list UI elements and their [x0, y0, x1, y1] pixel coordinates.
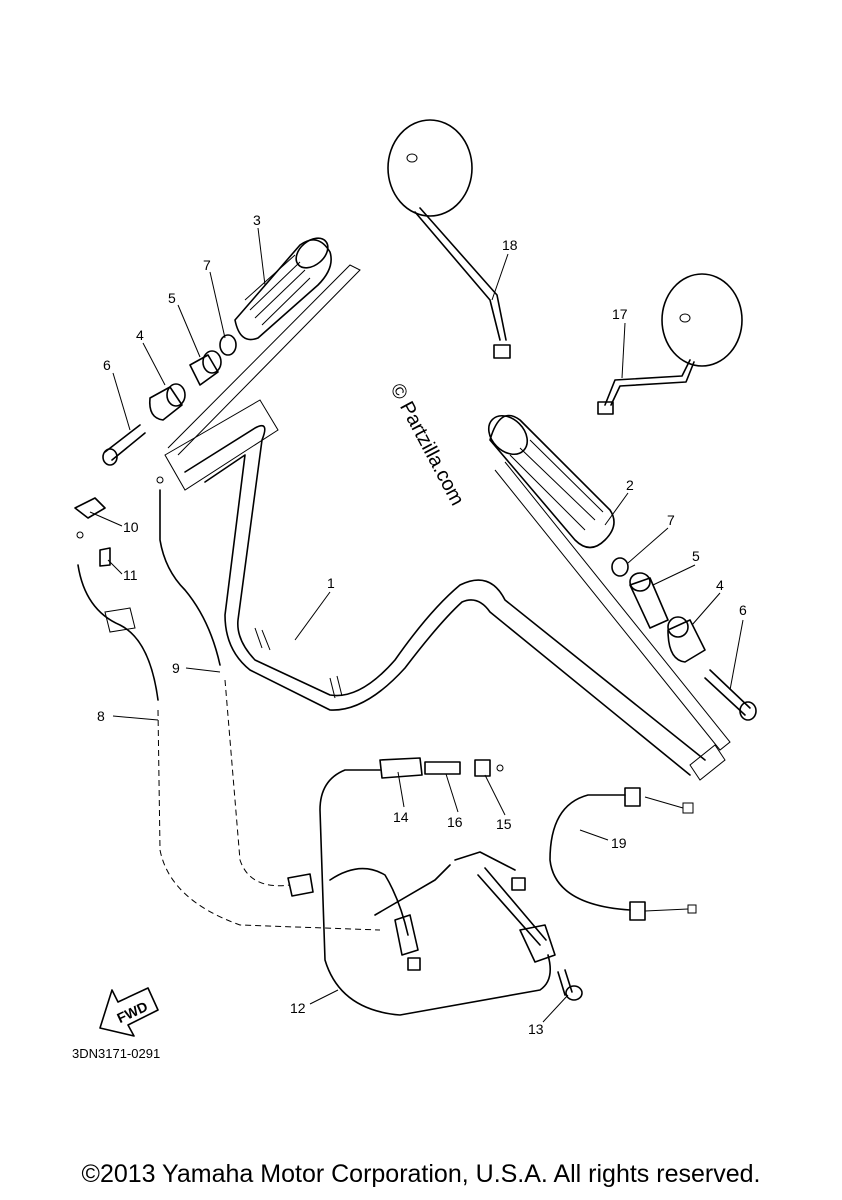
- handlebar: [164, 399, 726, 781]
- callout-4-right: 4: [716, 577, 724, 593]
- callout-18: 18: [502, 237, 518, 253]
- callout-7-left: 7: [203, 257, 211, 273]
- callout-6-right: 6: [739, 602, 747, 618]
- callout-labels: 1 2 3 4 4 5 5 6 6 7 7 8 9 10 11 12 13 14…: [97, 212, 747, 1037]
- callout-16: 16: [447, 814, 463, 830]
- cable-9: [156, 476, 314, 897]
- callout-6-left: 6: [103, 357, 111, 373]
- adjusters: [379, 757, 504, 779]
- cable-8: [76, 531, 381, 931]
- right-end-parts: [611, 557, 757, 721]
- callout-14: 14: [393, 809, 409, 825]
- cable-19: [549, 787, 697, 921]
- callout-5-right: 5: [692, 548, 700, 564]
- callout-11: 11: [123, 567, 138, 583]
- callout-9: 9: [172, 660, 180, 676]
- fwd-label: FWD: [114, 998, 150, 1026]
- callout-15: 15: [496, 816, 512, 832]
- callout-5-left: 5: [168, 290, 176, 306]
- callout-13: 13: [528, 1021, 544, 1037]
- fwd-arrow-icon: FWD: [99, 987, 159, 1037]
- callout-3: 3: [253, 212, 261, 228]
- grip-left: [167, 237, 361, 456]
- callout-7-right: 7: [667, 512, 675, 528]
- callout-2: 2: [626, 477, 634, 493]
- callout-19: 19: [611, 835, 627, 851]
- callout-12: 12: [290, 1000, 306, 1016]
- copyright-notice: ©2013 Yamaha Motor Corporation, U.S.A. A…: [81, 1160, 761, 1188]
- mirror-right: [597, 273, 743, 415]
- mirror-left: [387, 119, 511, 359]
- diagram-code: 3DN3171-0291: [72, 1046, 161, 1061]
- callout-10: 10: [123, 519, 139, 535]
- grip-right: [487, 414, 731, 751]
- callout-8: 8: [97, 708, 105, 724]
- callout-1: 1: [327, 575, 335, 591]
- parts-10-11: [74, 497, 111, 567]
- leader-lines: [89, 227, 744, 1023]
- bolt-13: [557, 969, 583, 1001]
- callout-4-left: 4: [136, 327, 144, 343]
- throttle-cable: [319, 769, 556, 1016]
- callout-17: 17: [612, 306, 628, 322]
- left-end-parts: [102, 334, 237, 466]
